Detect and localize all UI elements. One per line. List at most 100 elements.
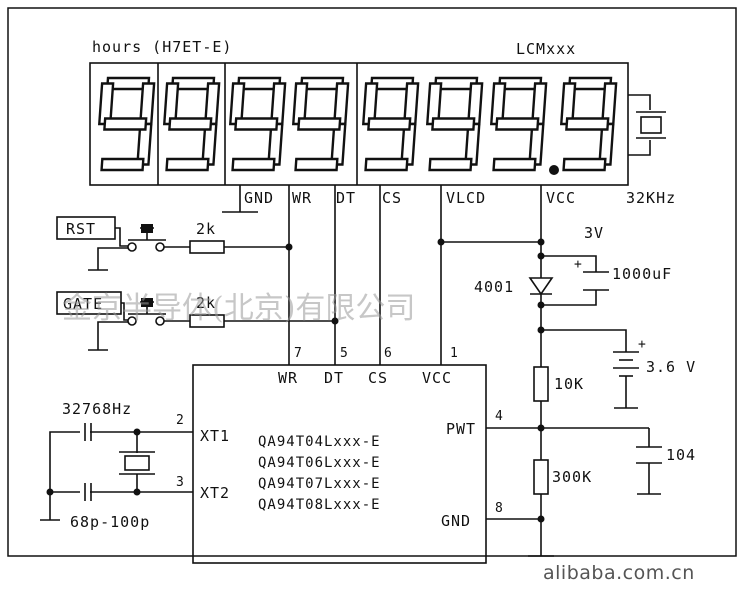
cap-104-wire [637, 428, 661, 495]
outer-frame [7, 7, 737, 557]
lcd-outline [89, 62, 629, 186]
osc-freq-label: 32768Hz [62, 400, 132, 418]
rst-label: RST [66, 220, 96, 238]
rst-button-wire [88, 227, 128, 271]
lcd-segment [562, 157, 607, 172]
chip-part-number: QA94T07Lxxx-E [258, 476, 381, 492]
chip-pin-num: 6 [384, 346, 392, 361]
lcd-segment [231, 157, 276, 172]
resistor-10k-icon [533, 366, 549, 402]
gate-label: GATE [63, 295, 103, 313]
chip-pin-name: GND [441, 512, 471, 530]
lcd-digit [228, 76, 287, 172]
chip-pin-num: 4 [495, 409, 503, 424]
junction-dot [537, 515, 545, 523]
lcd-segment [165, 157, 210, 172]
svg-text:+: + [638, 337, 646, 352]
chip-pin-num: 2 [176, 413, 184, 428]
chip-pin-num: 1 [450, 346, 458, 361]
display-pin-label: VLCD [446, 189, 486, 207]
brand-text: alibaba.com.cn [543, 562, 695, 584]
battery-label: 3.6 V [646, 358, 696, 376]
lcd-segment [103, 117, 148, 131]
lcd-segment [367, 117, 412, 131]
diode-label: 4001 [474, 278, 514, 296]
lcd-segment [294, 157, 339, 172]
lcd-segment [492, 157, 537, 172]
cap-104-label: 104 [666, 446, 696, 464]
chip-part-number: QA94T04Lxxx-E [258, 434, 381, 450]
display-pin-label: CS [382, 189, 402, 207]
ic-chip [192, 364, 487, 564]
chip-pin-name: XT1 [200, 427, 230, 445]
lcd-digit [97, 76, 156, 172]
lcd-digit [162, 76, 221, 172]
junction-dot [537, 252, 545, 260]
display-module: LCMxxx [516, 40, 576, 58]
chip-pin-num: 5 [340, 346, 348, 361]
resistor-10k-label: 10K [554, 375, 584, 393]
lcd-decimal-point [549, 165, 559, 175]
lcd-segment [431, 117, 476, 131]
osc-crystal-icon [124, 455, 150, 471]
battery-wire [541, 329, 638, 409]
display-crystal-wire [628, 94, 651, 156]
cap-1000uf-label: 1000uF [612, 265, 672, 283]
junction-dot [331, 317, 339, 325]
chip-pin-name: XT2 [200, 484, 230, 502]
chip-pin-name: PWT [446, 420, 476, 438]
osc-wires [40, 431, 193, 521]
svg-text:+: + [574, 257, 582, 272]
chip-pin-name: CS [368, 369, 388, 387]
lcd-digit [291, 76, 350, 172]
lcd-digit [425, 76, 484, 172]
junction-dot [133, 488, 141, 496]
gate-resistor-label: 2k [196, 294, 216, 312]
lcd-digits [97, 76, 618, 172]
lcd-segment [495, 117, 540, 131]
chip-pin-num: 7 [294, 346, 302, 361]
chip-pin-num: 3 [176, 475, 184, 490]
rst-resistor [189, 240, 225, 254]
lcd-digit [361, 76, 420, 172]
junction-dot [285, 243, 293, 251]
chip-part-number: QA94T06Lxxx-E [258, 455, 381, 471]
lcd-segment [428, 157, 473, 172]
v3-label: 3V [584, 224, 604, 242]
junction-dot [133, 428, 141, 436]
display-pin-label: GND [244, 189, 274, 207]
chip-part-number: QA94T08Lxxx-E [258, 497, 381, 513]
display-crystal-freq: 32KHz [626, 189, 676, 207]
resistor-300k-label: 300K [552, 468, 592, 486]
display-pin-label: WR [292, 189, 312, 207]
lcd-segment [100, 157, 145, 172]
lcd-segment [297, 117, 342, 131]
junction-dot [537, 424, 545, 432]
display-pin-label: DT [336, 189, 356, 207]
chip-pin-name: VCC [422, 369, 452, 387]
display-pin-label: VCC [546, 189, 576, 207]
lcd-digit [489, 76, 548, 172]
osc-caps-label: 68p-100p [70, 513, 150, 531]
junction-dot [437, 238, 445, 246]
display-title: hours (H7ET-E) [92, 38, 232, 56]
gate-button-wire [88, 302, 128, 351]
rst-resistor-label: 2k [196, 220, 216, 238]
display-crystal-icon [640, 116, 662, 134]
watermark-text: 金京半导体(北京)有限公司 [62, 291, 415, 326]
lcd-digit [559, 76, 618, 172]
lcd-segment [565, 117, 610, 131]
chip-pin-name: DT [324, 369, 344, 387]
diode-icon [528, 242, 554, 330]
junction-dot [46, 488, 54, 496]
resistor-300k-icon [533, 459, 549, 495]
lcd-segment [168, 117, 213, 131]
lcd-segment [364, 157, 409, 172]
display-gnd-wire [222, 185, 258, 213]
junction-dot [537, 301, 545, 309]
chip-pin-num: 8 [495, 501, 503, 516]
cap-1000uf-wire [541, 255, 597, 306]
chip-pin-name: WR [278, 369, 298, 387]
lcd-segment [234, 117, 279, 131]
